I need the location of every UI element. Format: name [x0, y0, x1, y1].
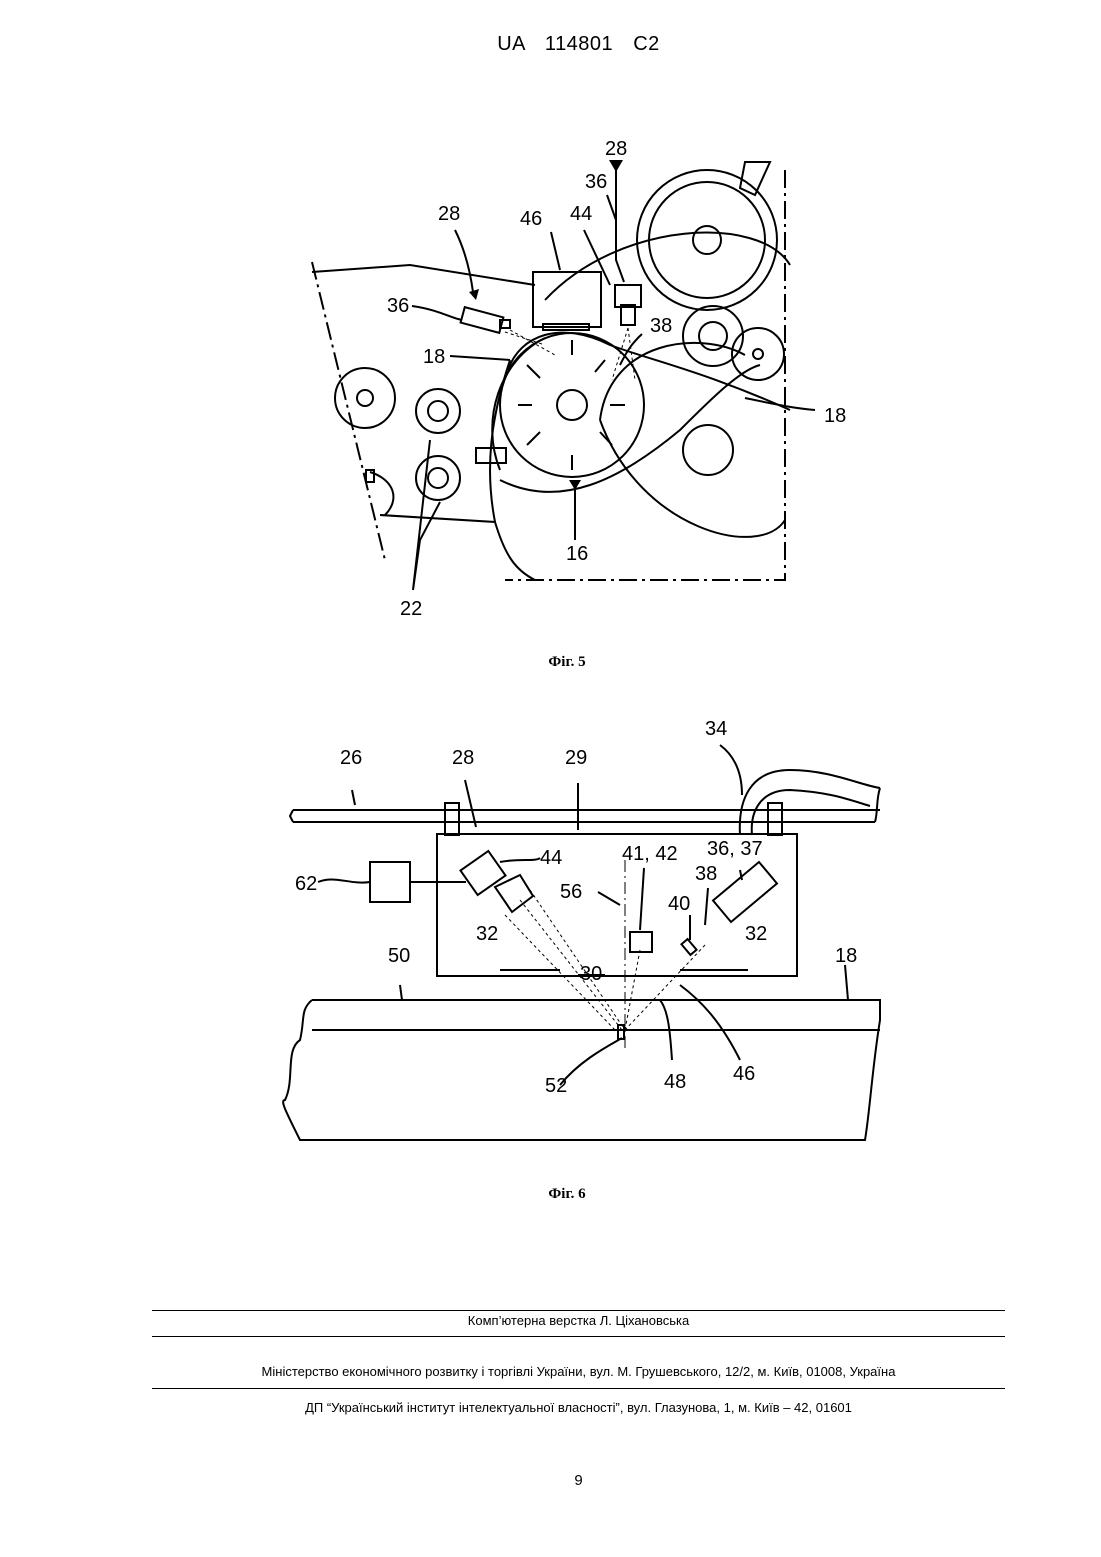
figure-6-drawing: 26 28 29 34 44 41, 42 36, 37 62 56 38 40… [0, 0, 1101, 1160]
fig6-label-30: 30 [580, 963, 602, 985]
footer-ministry: Міністерство економічного розвитку і тор… [152, 1364, 1005, 1379]
fig6-label-41-42: 41, 42 [622, 843, 678, 865]
fig6-label-44: 44 [540, 847, 562, 869]
footer-typesetting: Комп’ютерна верстка Л. Ціхановська [152, 1313, 1005, 1328]
footer-rule-bottom [152, 1388, 1005, 1389]
fig6-label-26: 26 [340, 747, 362, 769]
fig6-label-18: 18 [835, 945, 857, 967]
fig6-label-36-37: 36, 37 [707, 838, 763, 860]
fig6-label-38: 38 [695, 863, 717, 885]
fig6-label-40: 40 [668, 893, 690, 915]
footer-rule-top [152, 1310, 1005, 1311]
fig6-label-56: 56 [560, 881, 582, 903]
footer-institute: ДП “Український інститут інтелектуальної… [152, 1400, 1005, 1415]
fig6-label-34: 34 [705, 718, 727, 740]
fig6-label-46: 46 [733, 1063, 755, 1085]
footer-rule-middle [152, 1336, 1005, 1337]
fig6-label-29: 29 [565, 747, 587, 769]
fig6-label-32-right: 32 [745, 923, 767, 945]
fig6-label-50: 50 [388, 945, 410, 967]
fig6-label-52: 52 [545, 1075, 567, 1097]
fig6-label-62: 62 [295, 873, 317, 895]
fig6-label-28: 28 [452, 747, 474, 769]
figure-6-caption: Фіг. 6 [0, 1186, 1101, 1203]
fig6-label-32-left: 32 [476, 923, 498, 945]
fig6-label-48: 48 [664, 1071, 686, 1093]
page-number: 9 [0, 1472, 1101, 1489]
